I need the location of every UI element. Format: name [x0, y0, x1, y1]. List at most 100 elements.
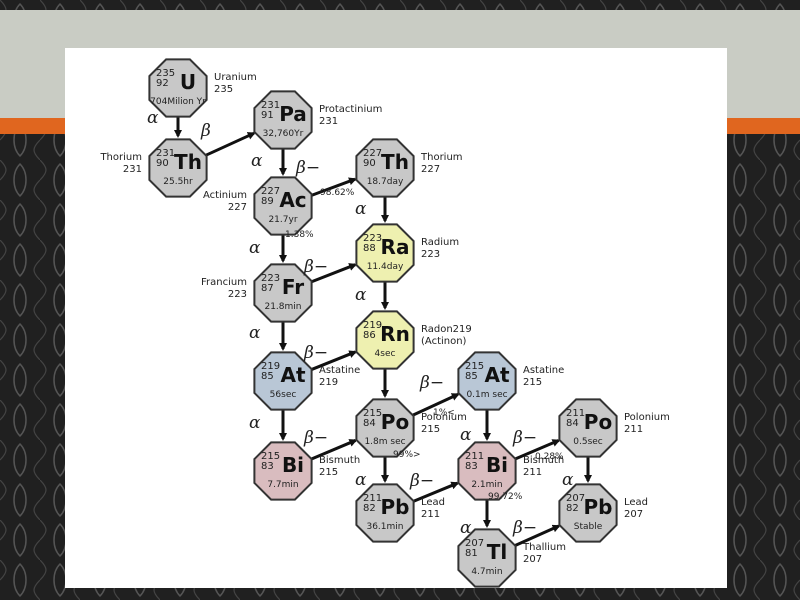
nuclide-half-life: 0.1m sec [466, 390, 507, 400]
nuclide-symbol: Tl [487, 540, 508, 564]
nuclide-symbol: Po [584, 410, 612, 434]
branch-ac-alpha: 1.38% [285, 230, 314, 240]
nuclide-mass: 231 [156, 148, 175, 159]
nuclide-name: Polonium [624, 412, 670, 423]
nuclide-name: Protactinium [319, 104, 382, 115]
nuclide-name: Thorium [99, 152, 142, 163]
nuclide-atomic-number: 84 [566, 418, 579, 429]
nuclide-octagon [355, 483, 415, 543]
nuclide-mass: 207 [465, 538, 484, 549]
nuclide-mass: 227 [363, 148, 382, 159]
nuclide-name: Radium [421, 237, 459, 248]
nuclide-name-number: 223 [421, 249, 440, 260]
nuclide-octagon [148, 58, 208, 118]
alpha-label-po-pb: α [355, 470, 367, 490]
nuclide-mass: 219 [363, 320, 382, 331]
nuclide-half-life: 36.1min [366, 522, 403, 532]
nuclide-octagon [558, 483, 618, 543]
arrow-fr223-ra223 [309, 263, 358, 284]
nuclide-octagon [253, 176, 313, 236]
nuclide-atomic-number: 86 [363, 330, 376, 341]
alpha-label-ac-fr: α [249, 238, 261, 258]
beta-label-th-pa: β [200, 121, 211, 141]
nuclide-octagon [253, 263, 313, 323]
nuclide-half-life: 32,760Yr [263, 129, 304, 139]
nuclide-octagon [558, 398, 618, 458]
nuclide-half-life: 21.8min [264, 302, 301, 312]
nuclide-name-number: 207 [523, 554, 542, 565]
nuclide-name: Lead [421, 497, 445, 508]
alpha-label-at-bi: α [249, 413, 261, 433]
nuclide-symbol: Po [381, 410, 409, 434]
arrow-ac227-th227 [309, 177, 357, 198]
branch-po-beta: 99%> [393, 450, 421, 460]
nuclide-mass: 207 [566, 493, 585, 504]
nuclide-name: Actinium [203, 190, 247, 201]
nuclide-name-number: 211 [421, 509, 440, 520]
branch-bi-alpha: 99.72% [488, 492, 523, 502]
nuclide-name: Radon219 [421, 324, 472, 335]
nuclide-atomic-number: 85 [261, 371, 274, 382]
nuclide-name: Thallium [522, 542, 566, 553]
nuclide-atomic-number: 85 [465, 371, 478, 382]
nuclide-name-number: 215 [319, 467, 338, 478]
alpha-label-pa-ac: α [251, 151, 263, 171]
arrow-pb211-bi211 [411, 481, 460, 504]
arrow-bi211-po211 [513, 439, 561, 462]
nuclide-half-life: 2.1min [471, 480, 502, 490]
beta-label-tl-pb: β− [512, 518, 537, 538]
nuclide-mass: 223 [261, 273, 280, 284]
beta-label-at-rn: β− [303, 343, 328, 363]
nuclide-half-life: 704Milion Yr [150, 97, 206, 107]
nuclide-name: Polonium [421, 412, 467, 423]
nuclide-half-life: 21.7yr [268, 215, 297, 225]
nuclide-half-life: 1.8m sec [364, 437, 405, 447]
nuclide-symbol: At [484, 363, 509, 387]
nuclide-mass: 227 [261, 186, 280, 197]
beta-label-po-at: β− [419, 373, 444, 393]
alpha-label-po-pb207: α [562, 470, 574, 490]
nuclide-symbol: Th [174, 150, 202, 174]
arrow-at219-rn219 [309, 350, 358, 372]
nuclide-octagon [148, 138, 208, 198]
branch-po-alpha: 1%< [433, 408, 455, 418]
branch-bi-beta: 0.28% [535, 452, 564, 462]
nuclide-mass: 211 [465, 451, 484, 462]
nuclide-name-number: 207 [624, 509, 643, 520]
nuclide-name-number: 227 [421, 164, 440, 175]
nuclide-half-life: 25.5hr [163, 177, 193, 187]
nuclide-atomic-number: 84 [363, 418, 376, 429]
nuclide-name-number: 211 [624, 424, 643, 435]
nuclide-atomic-number: 83 [465, 461, 478, 472]
nuclide-half-life: 4.7min [471, 567, 502, 577]
nuclide-octagon [355, 223, 415, 283]
nuclide-symbol: Rn [380, 322, 410, 346]
nuclide-mass: 235 [156, 68, 175, 79]
nuclide-symbol: Pb [584, 495, 613, 519]
decay-arrows [174, 117, 592, 548]
nuclide-half-life: 56sec [270, 390, 297, 400]
arrow-th231-pa231 [203, 131, 256, 158]
nuclide-atomic-number: 89 [261, 196, 274, 207]
nuclide-mass: 211 [566, 408, 585, 419]
nuclide-atomic-number: 87 [261, 283, 274, 294]
nuclide-mass: 215 [465, 361, 484, 372]
nuclide-symbol: Ra [381, 235, 410, 259]
alpha-label-bi-tl: α [460, 518, 472, 538]
arrow-bi215-po215 [309, 439, 358, 462]
nuclide-symbol: Bi [282, 453, 304, 477]
